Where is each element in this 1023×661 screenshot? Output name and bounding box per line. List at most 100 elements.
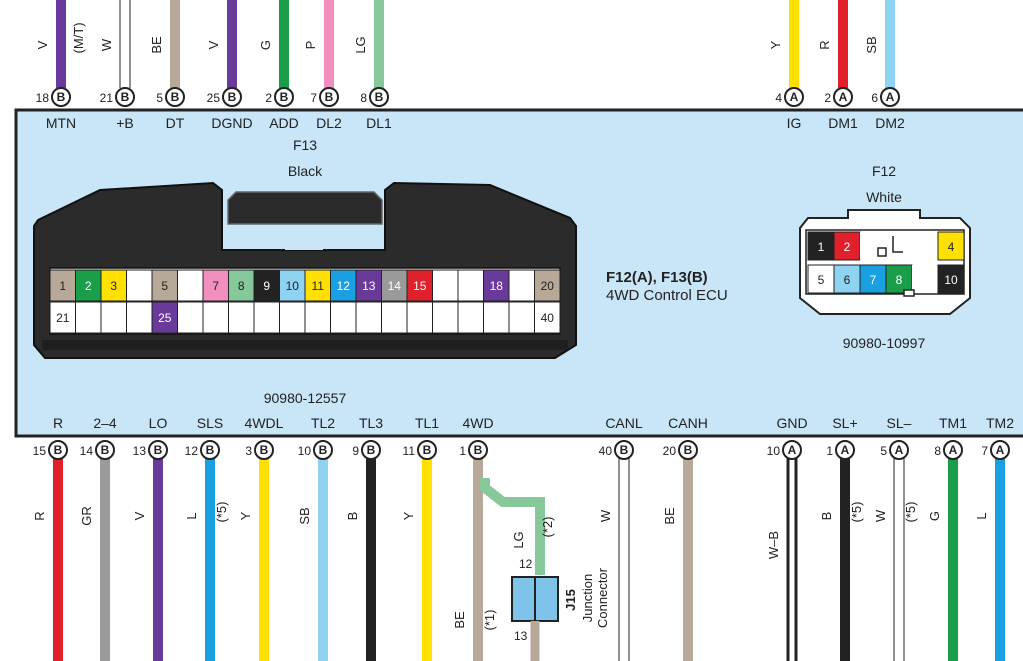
bottom-wire-note-12: (*5): [849, 502, 864, 523]
f13-cell-row2-3: [126, 301, 153, 334]
f13-cell-label-row1-13: 14: [388, 279, 402, 293]
top-terminal-conn-8: A: [839, 90, 848, 104]
top-terminal-name-0: MTN: [46, 115, 76, 131]
bottom-terminal-name-5: TL2: [311, 415, 335, 431]
f13-cell-row1-6: [202, 269, 229, 302]
junction-pin-out: 13: [514, 629, 528, 643]
bottom-terminal-conn-3: B: [206, 443, 215, 457]
bottom-terminal-name-7: TL1: [415, 415, 439, 431]
bottom-terminal-pin-15: 7: [981, 444, 988, 458]
top-terminal-pin-6: 8: [360, 91, 367, 105]
bottom-terminal-circle-14: [943, 440, 963, 460]
bottom-terminal-name-3: SLS: [197, 415, 223, 431]
bottom-terminal-name-13: SL–: [887, 415, 912, 431]
top-terminal-pin-8: 2: [824, 91, 831, 105]
bottom-terminal-name-10: CANH: [668, 415, 708, 431]
top-terminal-circle-8: [833, 87, 853, 107]
f13-cell-row1-12: [355, 269, 382, 302]
top-wire-code-0: V: [35, 40, 50, 49]
f13-cell-row2-4: [151, 301, 178, 334]
ecu-title: F12(A), F13(B): [606, 269, 708, 286]
bottom-terminal-name-9: CANL: [605, 415, 643, 431]
bottom-wire-code-2: V: [132, 511, 147, 520]
bottom-wire-code-1: GR: [79, 506, 94, 526]
f13-cell-row1-3: [126, 269, 153, 302]
bottom-terminal-pin-3: 12: [185, 444, 199, 458]
bottom-terminal-conn-14: A: [949, 443, 958, 457]
top-wire-code-6: LG: [353, 36, 368, 53]
top-terminal-circle-5: [319, 87, 339, 107]
bottom-wire-code-13: W: [873, 509, 888, 522]
top-terminal-name-1: +B: [116, 115, 134, 131]
bottom-terminal-conn-4: B: [260, 443, 269, 457]
bottom-terminal-conn-8: B: [474, 443, 483, 457]
f13-cell-label-row2-19: 40: [541, 311, 555, 325]
f13-cell-label-row1-10: 11: [312, 279, 325, 293]
bottom-terminal-circle-11: [782, 440, 802, 460]
f13-cell-label-row1-4: 5: [161, 279, 168, 293]
bottom-wire-code-10: BE: [662, 507, 677, 525]
bottom-terminal-circle-10: [678, 440, 698, 460]
f13-cell-row1-10: [304, 269, 331, 302]
top-wire-code-8: R: [817, 40, 832, 49]
f13-cell-label-row1-11: 12: [337, 279, 351, 293]
f13-cell-row1-11: [330, 269, 357, 302]
top-terminal-circle-3: [222, 87, 242, 107]
bottom-terminal-circle-2: [148, 440, 168, 460]
f13-cell-row2-19: [534, 301, 561, 334]
top-terminal-conn-5: B: [325, 90, 334, 104]
f12-cell-label-row2-0: 5: [818, 273, 825, 287]
top-wire-code-9: SB: [864, 36, 879, 53]
bottom-terminal-conn-12: A: [841, 443, 850, 457]
bottom-wire-code-15: L: [974, 512, 989, 519]
bottom-terminal-pin-14: 8: [934, 444, 941, 458]
junction-lg-wire: [480, 478, 545, 575]
f13-cell-row2-15: [432, 301, 459, 334]
bottom-terminal-circle-1: [95, 440, 115, 460]
top-terminal-name-4: ADD: [269, 115, 299, 131]
f13-latch: [227, 191, 383, 225]
top-terminal-circle-6: [369, 87, 389, 107]
bottom-wire-code-6: B: [345, 512, 360, 521]
f12-cell-label-row2-1: 6: [844, 273, 851, 287]
f13-cell-label-row1-14: 15: [413, 279, 427, 293]
bottom-wire-note-3: (*5): [214, 502, 229, 523]
bottom-terminal-name-0: R: [53, 415, 63, 431]
top-terminal-conn-2: B: [171, 90, 180, 104]
f13-cell-row1-15: [432, 269, 459, 302]
top-terminal-name-2: DT: [166, 115, 185, 131]
top-terminal-conn-3: B: [228, 90, 237, 104]
top-wire-code-1: W: [99, 38, 114, 51]
bottom-terminal-name-8: 4WD: [462, 415, 493, 431]
f13-cell-row1-13: [381, 269, 408, 302]
bottom-terminal-circle-4: [254, 440, 274, 460]
bottom-terminal-name-4: 4WDL: [245, 415, 284, 431]
bottom-terminal-conn-1: B: [101, 443, 110, 457]
f12-cell-label-row1-1: 2: [844, 240, 851, 254]
ecu-subtitle: 4WD Control ECU: [606, 287, 728, 304]
bottom-terminal-pin-0: 15: [33, 444, 47, 458]
bottom-terminal-pin-6: 9: [352, 444, 359, 458]
bottom-terminal-conn-9: B: [620, 443, 629, 457]
top-terminal-name-7: IG: [787, 115, 802, 131]
bottom-terminal-circle-3: [200, 440, 220, 460]
top-terminal-conn-7: A: [790, 90, 799, 104]
bottom-wire-code-12: B: [819, 512, 834, 521]
top-terminal-name-8: DM1: [828, 115, 858, 131]
top-wire-code-4: G: [258, 40, 273, 50]
top-terminal-pin-0: 18: [36, 91, 50, 105]
bottom-terminal-pin-2: 13: [133, 444, 147, 458]
f12-cell-label-row2-3: 8: [896, 273, 903, 287]
junction-id: J15: [563, 589, 578, 611]
f13-cell-label-row1-19: 20: [541, 279, 555, 293]
bottom-terminal-conn-5: B: [319, 443, 328, 457]
f12-cell-label-row2-2: 7: [870, 273, 877, 287]
junction-wire-note: (*2): [540, 517, 555, 538]
bottom-terminal-pin-13: 5: [880, 444, 887, 458]
f12-cell-row1-0: [807, 231, 835, 261]
bottom-wire-note-13: (*5): [903, 502, 918, 523]
top-wires: B18MTNV(M/T)B21+BWB5DTBEB25DGNDVB2ADDGB7…: [35, 0, 905, 131]
